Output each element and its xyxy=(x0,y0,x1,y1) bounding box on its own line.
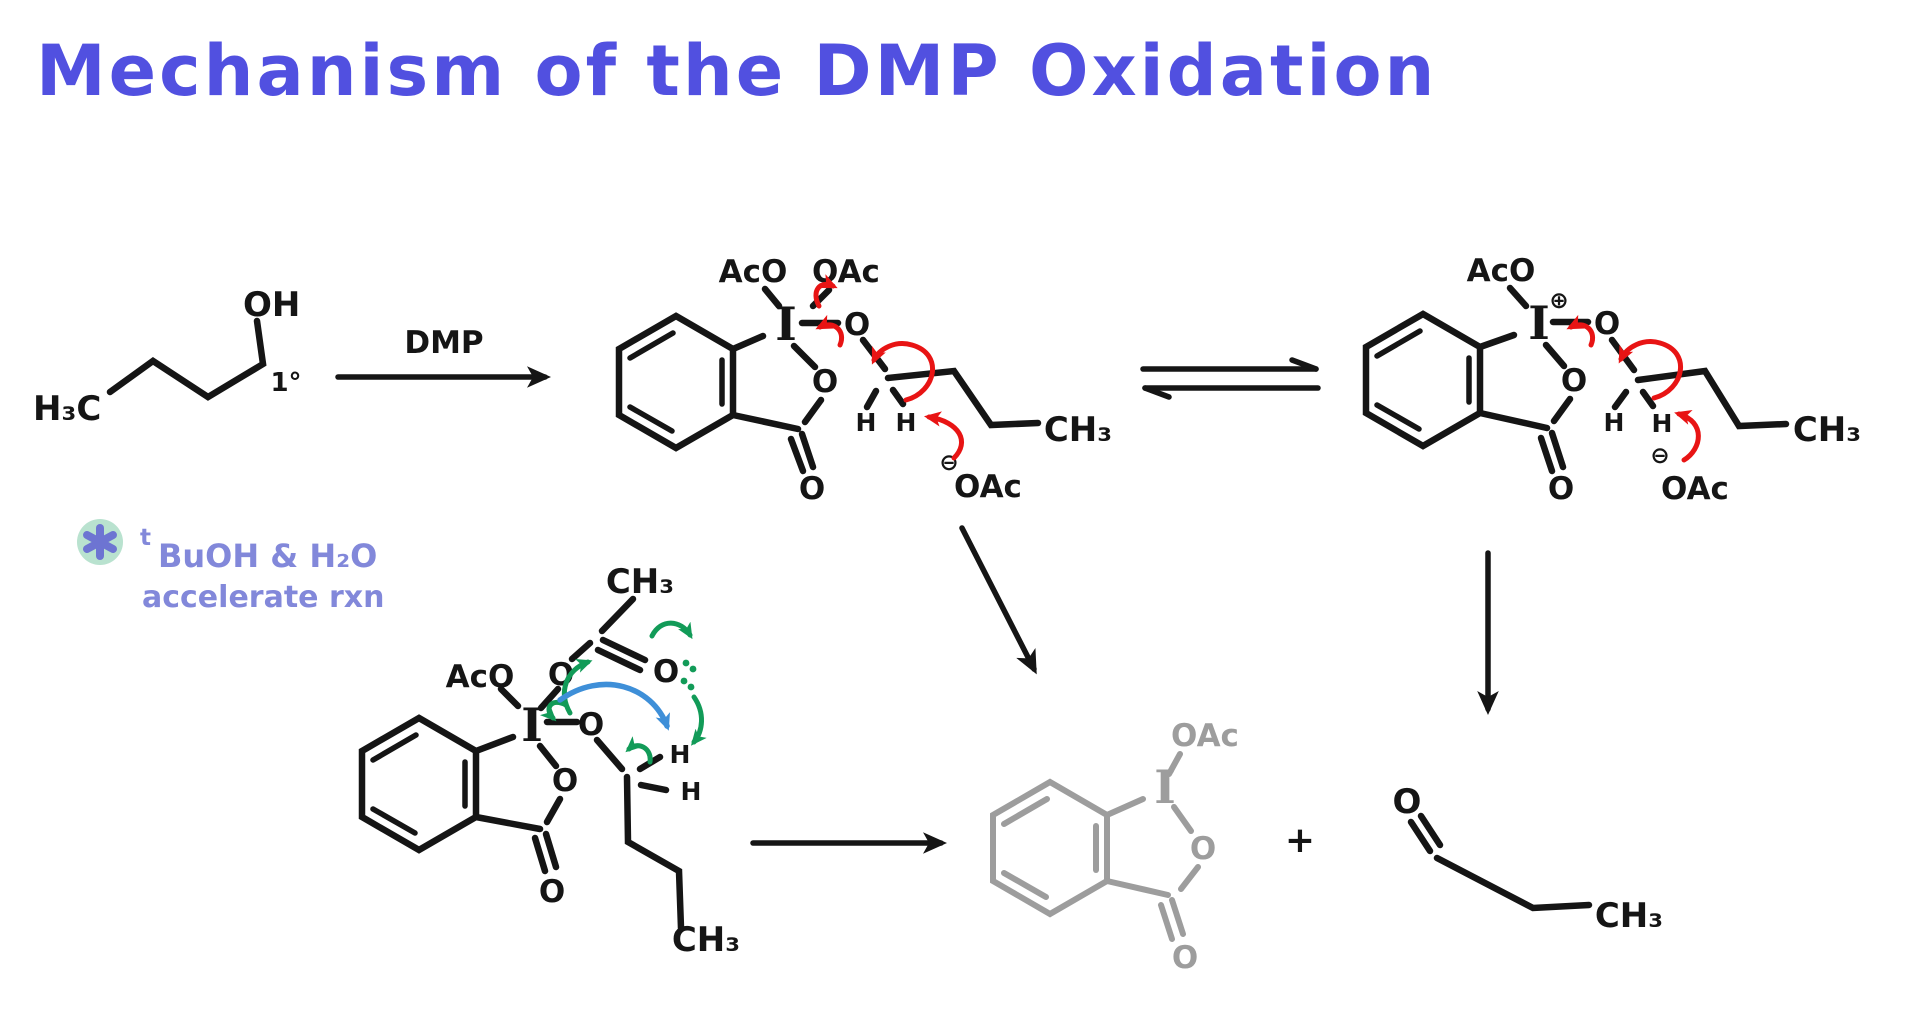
int3-curved-arrows xyxy=(539,620,707,765)
note-line2: accelerate rxn xyxy=(142,580,384,615)
curved-arrow-acetate-deprotonation xyxy=(1674,410,1701,463)
int2-plus-charge: ⊕ xyxy=(1549,288,1568,314)
curved-arrow-carbonyl-top xyxy=(649,620,693,640)
curved-arrow-oac-top xyxy=(813,274,838,309)
curved-arrow-i-o xyxy=(815,314,844,348)
product-butanal: O CH₃ xyxy=(1393,782,1664,936)
curved-arrow-hydride xyxy=(871,341,936,403)
int2-anion-label: OAc xyxy=(1661,471,1729,507)
int3-o-ring-label: O xyxy=(552,763,578,799)
curved-arrow-hydride xyxy=(1618,339,1684,401)
int2-o-link-label: O xyxy=(1594,306,1620,342)
intermediate-2: AcO ⊕ I O O O H H CH₃ ⊖ OAc xyxy=(1362,253,1861,507)
int3-ch3-top-label: CH₃ xyxy=(606,562,674,602)
byproduct-o-carbonyl-label: O xyxy=(1172,940,1198,976)
int2-ch3-label: CH₃ xyxy=(1793,410,1861,450)
asterisk-icon xyxy=(83,524,117,560)
intermediate-2-skeleton xyxy=(1362,284,1790,475)
byproduct-o-ring-label: O xyxy=(1190,831,1216,867)
int1-iodine-label: I xyxy=(775,297,797,351)
primary-degree-label: 1° xyxy=(270,368,301,398)
int2-aco-label: AcO xyxy=(1467,253,1536,289)
byproduct-skeleton xyxy=(990,751,1201,942)
curved-arrow-blue-h-transfer xyxy=(557,681,670,731)
curved-arrow-acetate-deprotonation xyxy=(923,411,965,461)
int3-iodine-label: I xyxy=(521,698,543,752)
int3-o-acetate-right-label: O xyxy=(653,654,679,690)
aldehyde-ch3-label: CH₃ xyxy=(1595,896,1663,936)
dmp-reaction-arrow: DMP xyxy=(335,325,551,388)
int2-h1-label: H xyxy=(1604,408,1625,437)
plus-sign: + xyxy=(1285,820,1315,861)
curved-arrow-i-o xyxy=(1566,314,1595,348)
int1-ch3-label: CH₃ xyxy=(1044,410,1112,450)
curved-arrow-lonepair-to-h xyxy=(690,694,707,746)
int3-h2-label: H xyxy=(681,777,702,806)
int3-ch3-bottom-label: CH₃ xyxy=(672,920,740,960)
int2-curved-arrows xyxy=(1566,314,1701,463)
arrow-int1-to-products xyxy=(959,525,1037,675)
int3-h1-label: H xyxy=(670,740,691,769)
lone-pair-dot xyxy=(682,659,690,667)
int1-h2-label: H xyxy=(896,408,917,437)
curved-arrow-iodine-curl xyxy=(539,699,569,722)
aldehyde-o-label: O xyxy=(1393,782,1422,822)
equilibrium-arrow xyxy=(1140,357,1321,400)
dmp-reagent-label: DMP xyxy=(404,325,483,361)
int2-iodine-label: I xyxy=(1528,296,1550,350)
note-superscript: t xyxy=(140,525,151,551)
byproduct-iodine-label: I xyxy=(1154,760,1176,814)
curved-arrow-ch-curl xyxy=(625,736,653,765)
int1-aco-label: AcO xyxy=(719,254,788,290)
int1-h1-label: H xyxy=(856,408,877,437)
note-line1: BuOH & H₂O xyxy=(158,537,377,575)
intermediate-3: CH₃ O O AcO I O O O H H CH₃ xyxy=(358,562,740,960)
byproduct-oac-label: OAc xyxy=(1171,718,1239,754)
int1-o-link-label: O xyxy=(844,307,870,343)
lone-pair-dot xyxy=(680,677,688,685)
intermediate-1-skeleton xyxy=(615,285,1042,475)
lone-pair-dot xyxy=(687,683,695,691)
int1-anion-label: OAc xyxy=(954,469,1022,505)
int2-o-carbonyl-label: O xyxy=(1548,471,1574,507)
int2-h2-label: H xyxy=(1652,409,1673,438)
int2-anion-charge: ⊖ xyxy=(1650,443,1669,469)
intermediate-1: AcO OAc I O O O H H CH₃ ⊖ OAc xyxy=(615,254,1112,507)
substrate-h3c-label: H₃C xyxy=(33,389,101,429)
int1-o-carbonyl-label: O xyxy=(799,471,825,507)
substrate-oh-label: OH xyxy=(243,285,300,325)
note-accelerants: t BuOH & H₂O accelerate rxn xyxy=(77,519,384,615)
substrate-butanol: H₃C OH 1° xyxy=(33,285,302,429)
int1-o-ring-label: O xyxy=(812,364,838,400)
int3-o-link-label: O xyxy=(578,707,604,743)
byproduct-iodinane: OAc I O O xyxy=(990,718,1239,976)
page-title: Mechanism of the DMP Oxidation xyxy=(36,30,1438,112)
intermediate-3-skeleton xyxy=(358,595,685,932)
int1-curved-arrows xyxy=(813,274,965,461)
int2-o-ring-label: O xyxy=(1561,363,1587,399)
int3-aco-label: AcO xyxy=(446,659,515,695)
lone-pair-dot xyxy=(689,665,697,673)
int3-o-carbonyl-label: O xyxy=(539,874,565,910)
